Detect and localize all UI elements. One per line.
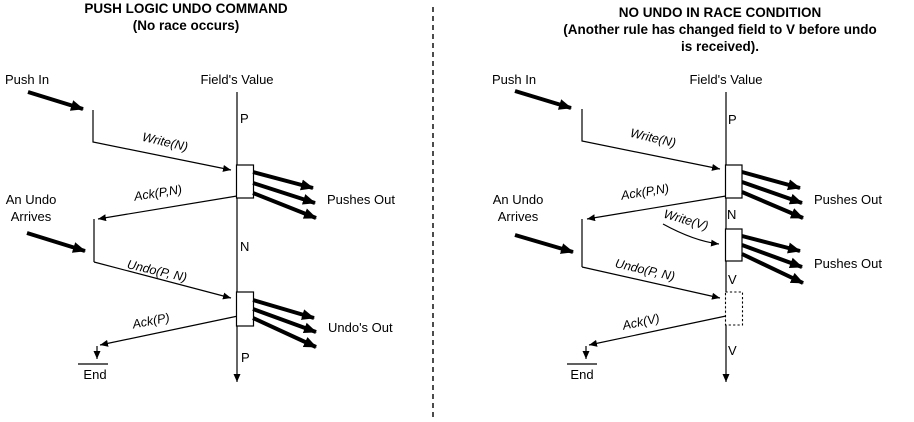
ack-undo-message-line	[99, 315, 239, 347]
subtitle-line2: is received).	[680, 39, 760, 54]
write-message-line	[581, 109, 721, 171]
fields-value-label: Field's Value	[200, 72, 274, 87]
race-write-message-line	[662, 223, 720, 247]
an-undo-line2: Arrives	[10, 209, 52, 224]
undo-message-line	[93, 261, 232, 300]
push-in-arrow	[27, 90, 84, 111]
an-undo-line2: Arrives	[497, 209, 539, 224]
end-label: End	[83, 367, 107, 382]
field-value-p2: P	[241, 350, 250, 365]
field-value-v1: V	[728, 272, 737, 287]
undos-out-arrow-1	[252, 298, 315, 320]
undo-message-line	[581, 266, 721, 300]
pushes-out2-arrow-2	[741, 243, 803, 269]
pushes-out-arrow-2	[252, 181, 316, 205]
an-undo-line1: An Undo	[5, 192, 57, 207]
right-panel-title: NO UNDO IN RACE CONDITION (Another rule …	[506, 4, 914, 55]
undos-out-label: Undo's Out	[328, 320, 393, 335]
pushes-out-arrow-3	[741, 190, 804, 220]
pushes-out2-arrow-1	[741, 234, 801, 254]
left-panel-title: PUSH LOGIC UNDO COMMAND (No race occurs)	[0, 0, 372, 34]
ack-undo-message-line	[588, 315, 727, 347]
undo-arrives-arrow	[26, 231, 86, 253]
push-in-arrow	[514, 89, 572, 110]
an-undo-arrives-label: An Undo Arrives	[0, 191, 62, 225]
ack-write-message-line	[97, 195, 238, 222]
pushes-out-label-1: Pushes Out	[814, 192, 882, 207]
pushes-out-arrow-1	[741, 170, 801, 191]
title-line: PUSH LOGIC UNDO COMMAND	[84, 1, 288, 16]
title-line: NO UNDO IN RACE CONDITION	[618, 5, 822, 20]
pushes-out-arrow-1	[252, 170, 314, 191]
subtitle-line1: (Another rule has changed field to V bef…	[563, 22, 877, 37]
push-in-label: Push In	[492, 72, 537, 87]
pushes-out-arrow-3	[252, 191, 317, 220]
write-message-line	[92, 110, 232, 172]
left-panel-graphics	[26, 90, 317, 382]
pushes-out-arrow-2	[741, 180, 803, 205]
undo-arrives-arrow	[514, 233, 574, 254]
ignored-undo-dashed-box	[724, 291, 744, 326]
undos-out-arrow-2	[252, 307, 317, 334]
an-undo-line1: An Undo	[492, 192, 544, 207]
field-value-v2: V	[728, 343, 737, 358]
subtitle-line: (No race occurs)	[132, 18, 240, 33]
race-write-activation-box	[724, 228, 743, 262]
undos-out-arrow-3	[252, 316, 317, 349]
push-in-label: Push In	[5, 72, 50, 87]
field-value-n: N	[727, 207, 737, 222]
write-activation-box	[235, 164, 255, 199]
write-activation-box	[724, 164, 743, 199]
field-value-n: N	[240, 239, 250, 254]
right-panel-graphics	[514, 89, 804, 382]
pushes-out-label-2: Pushes Out	[814, 256, 882, 271]
pushes-out2-arrow-3	[741, 252, 804, 285]
an-undo-arrives-label: An Undo Arrives	[487, 191, 549, 225]
pushes-out-label: Pushes Out	[327, 192, 395, 207]
undo-activation-box	[235, 291, 255, 327]
field-value-p: P	[728, 112, 737, 127]
field-value-p1: P	[240, 111, 249, 126]
end-label: End	[570, 367, 594, 382]
fields-value-label: Field's Value	[689, 72, 763, 87]
ack-write-message-line	[586, 195, 727, 222]
